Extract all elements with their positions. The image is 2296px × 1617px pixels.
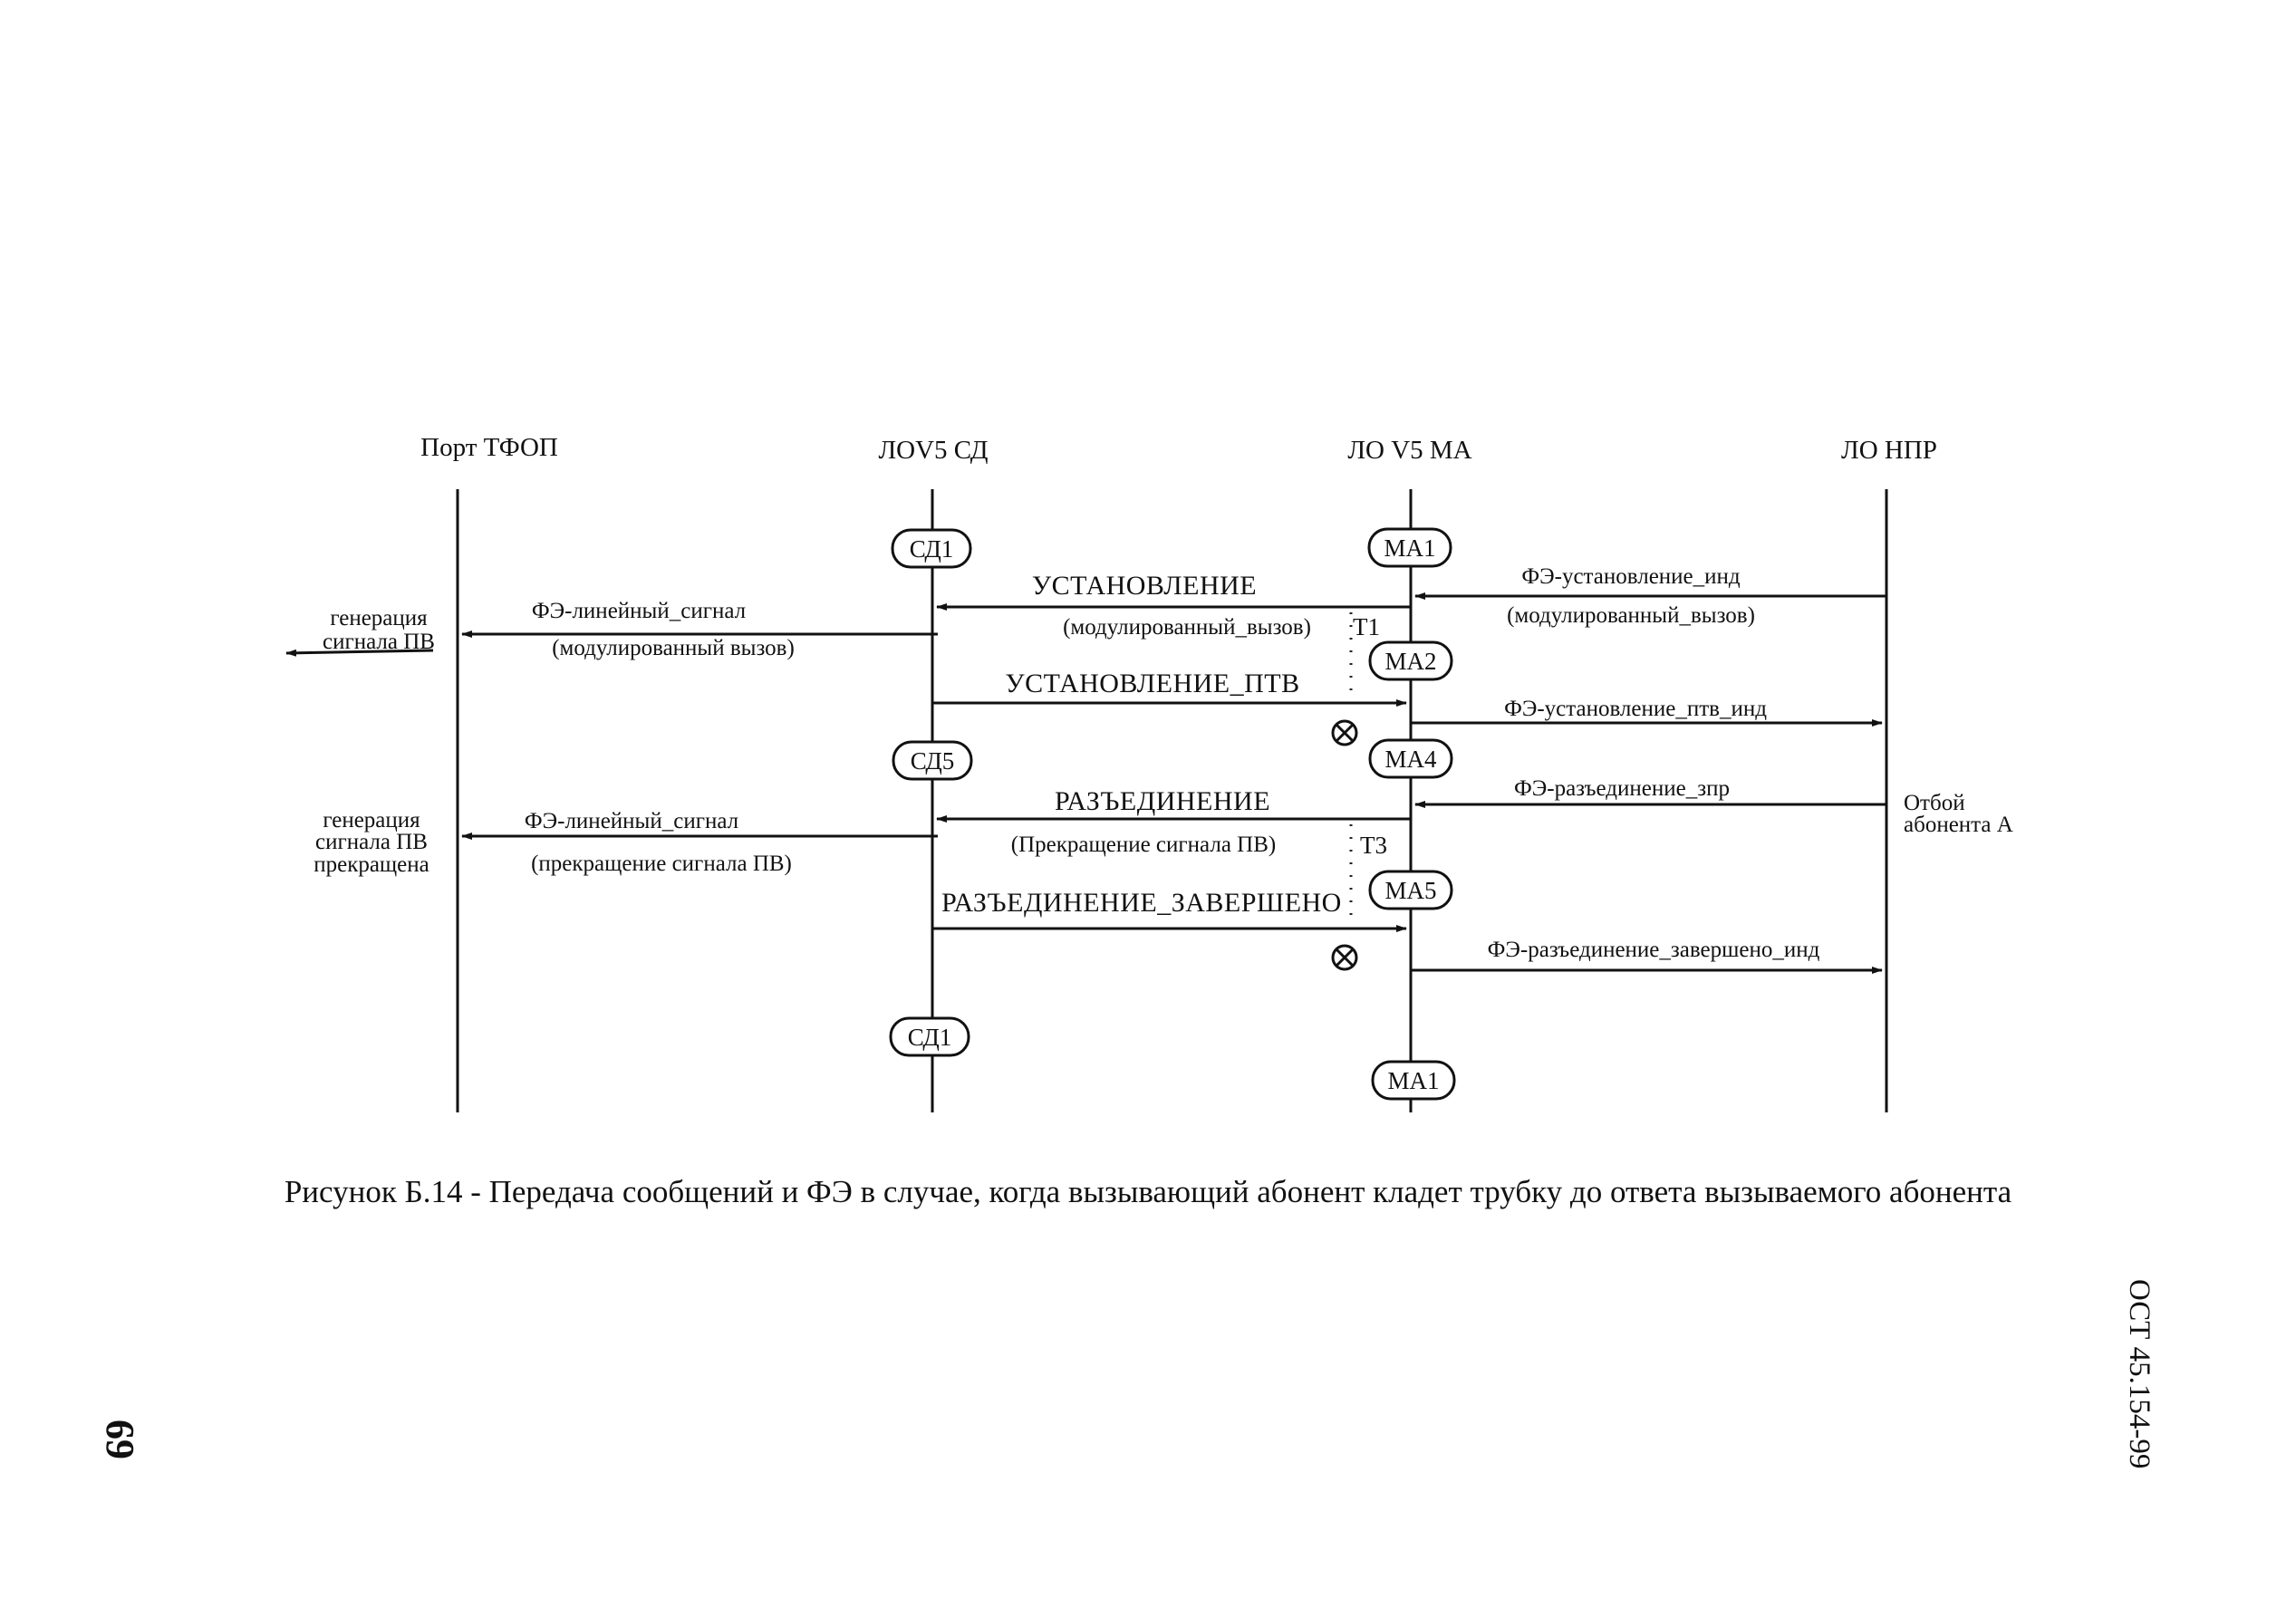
state-sd5: СД5	[892, 740, 973, 781]
message-sub-line-signal-2: (прекращение сигнала ПВ)	[531, 852, 792, 876]
svg-text:МА5: МА5	[1384, 877, 1436, 904]
message-label-establish: УСТАНОВЛЕНИЕ	[1032, 571, 1257, 601]
timer-t1-label: T1	[1353, 613, 1380, 640]
svg-text:МА1: МА1	[1384, 534, 1435, 562]
message-label-disconnect: РАЗЪЕДИНЕНИЕ	[1055, 786, 1270, 816]
state-sd1-top: СД1	[891, 528, 972, 569]
note-subscriber-a-release-line2: абонента А	[1904, 813, 2013, 837]
svg-text:МА1: МА1	[1387, 1067, 1439, 1094]
svg-text:СД1: СД1	[910, 535, 954, 563]
timer-stop-icon-t1	[1331, 719, 1358, 746]
note-ringing-generation-line2: сигнала ПВ	[323, 630, 435, 654]
lifeline-header-lo-v5-sd: ЛОV5 СД	[879, 436, 989, 465]
state-sd1-bottom: СД1	[889, 1016, 970, 1057]
message-sub-line-signal-1: (модулированный вызов)	[552, 636, 795, 660]
lifeline-header-lo-npr: ЛО НПР	[1841, 436, 1937, 465]
svg-text:МА2: МА2	[1384, 648, 1436, 675]
figure-caption: Рисунок Б.14 - Передача сообщений и ФЭ в…	[285, 1174, 2012, 1209]
timer-t3-label: T3	[1360, 832, 1387, 859]
message-label-line-signal-1: ФЭ-линейный_сигнал	[532, 599, 746, 623]
state-ma4: МА4	[1368, 738, 1453, 779]
note-subscriber-a-release-line1: Отбой	[1904, 791, 1965, 815]
message-sub-establish-ind: (модулированный_вызов)	[1507, 603, 1755, 628]
state-ma2: МА2	[1368, 640, 1453, 681]
ringing-out-arrow	[285, 649, 434, 657]
message-label-line-signal-2: ФЭ-линейный_сигнал	[525, 809, 738, 833]
message-label-disconnect-complete: РАЗЪЕДИНЕНИЕ_ЗАВЕРШЕНО	[941, 888, 1342, 918]
message-label-disconnect-req: ФЭ-разъединение_зпр	[1514, 776, 1730, 801]
message-label-establish-ack-ind: ФЭ-установление_птв_инд	[1504, 697, 1767, 721]
note-ringing-stopped-line1: генерация	[323, 808, 420, 833]
state-ma1-top: МА1	[1367, 527, 1452, 568]
note-ringing-stopped-line2: сигнала ПВ	[315, 830, 428, 854]
message-sub-disconnect: (Прекращение сигнала ПВ)	[1011, 833, 1276, 857]
page-number: 69	[98, 1420, 142, 1459]
note-ringing-generation-line1: генерация	[330, 606, 428, 630]
svg-text:СД1: СД1	[908, 1024, 952, 1051]
message-label-establish-ack: УСТАНОВЛЕНИЕ_ПТВ	[1005, 669, 1299, 698]
message-label-disconnect-complete-ind: ФЭ-разъединение_завершено_инд	[1488, 938, 1820, 962]
timer-stop-icon-t3	[1331, 944, 1358, 971]
svg-text:СД5: СД5	[911, 747, 955, 775]
lifeline-header-pstn-port: Порт ТФОП	[420, 433, 558, 462]
lifeline-header-lo-v5-ma: ЛО V5 МА	[1347, 436, 1471, 465]
state-ma1-bottom: МА1	[1371, 1060, 1456, 1101]
svg-text:МА4: МА4	[1384, 746, 1437, 773]
document-code: ОСТ 45.154-99	[2123, 1279, 2156, 1468]
message-sub-establish: (модулированный_вызов)	[1063, 615, 1311, 640]
note-ringing-stopped-line3: прекращена	[314, 852, 429, 877]
message-label-establish-ind: ФЭ-установление_инд	[1521, 564, 1741, 589]
state-ma5: МА5	[1368, 870, 1453, 910]
